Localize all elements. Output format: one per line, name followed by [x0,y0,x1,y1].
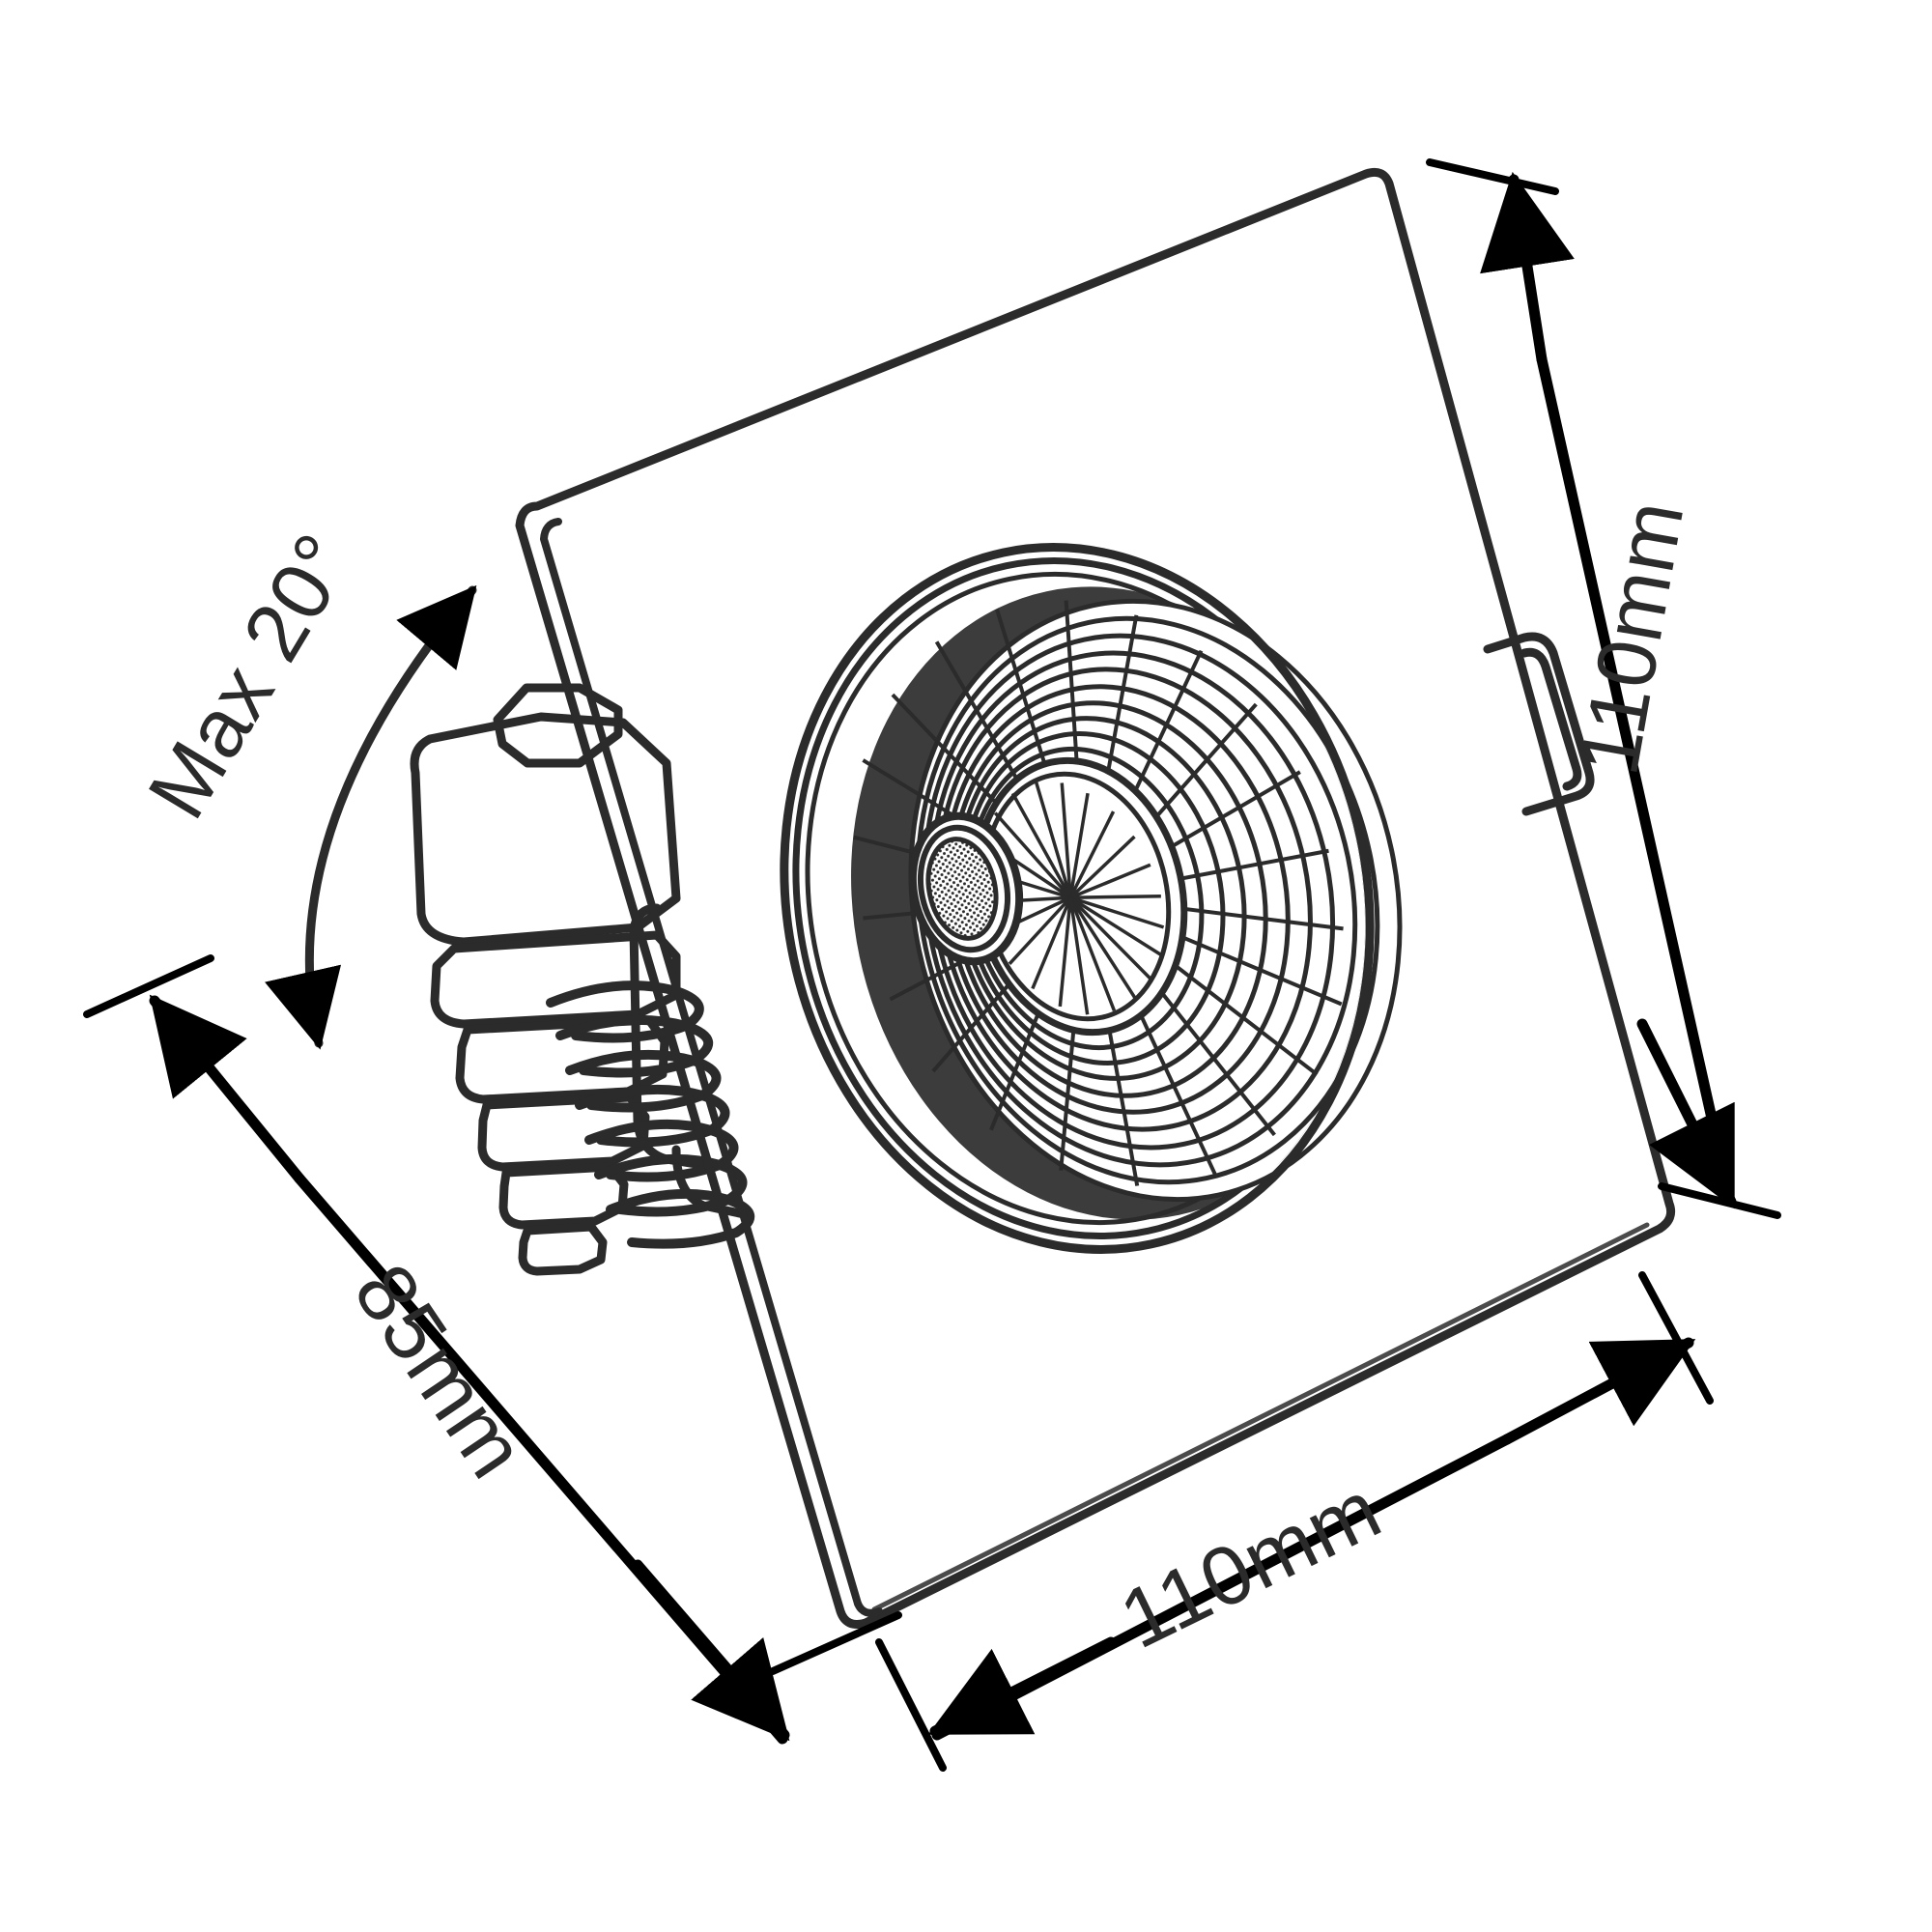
reflector-assembly [780,543,1403,1254]
dim-line-right [1536,354,1735,1202]
fin-4 [518,1222,608,1276]
witness-tick-top-right [1426,158,1559,195]
dim-arrow-right-bottom [1501,1337,1696,1445]
reflector-inner-facets [979,780,1165,1015]
bezel-bottom-corner-fold [854,1600,883,1617]
dimension-depth-left [83,954,902,1745]
heatsink-assembly [410,683,753,1276]
cob-led-chip [925,837,999,941]
reflector-outer-ring [780,543,1375,1254]
dimension-height-right [1426,158,1781,1219]
dim-arrow-upleft [149,994,305,1184]
dimension-width-bottom [875,1271,1714,1772]
dim-arrow-left-bottom [927,1636,1117,1737]
witness-tick-lower-left [769,1611,902,1675]
witness-tick-left-bottom [875,1638,947,1772]
witness-tick-upper-left [83,954,214,1018]
witness-tick-right-bottom [1638,1271,1714,1405]
dim-arrow-up-right [1480,171,1575,365]
heatsink-collar [430,930,681,1029]
bezel-inner-left-edge [540,518,862,1607]
tilt-arc-path [265,584,477,1050]
cob-surround-ring-inner [917,824,1011,953]
square-bezel [515,167,1676,1629]
mount-arm [629,903,720,1172]
tilt-angle-arc [265,584,477,1050]
dim-arrow-downright [632,1559,790,1742]
spring-clip [546,980,755,1249]
witness-tick-bottom-right [1658,1182,1781,1219]
driver-cap [493,683,623,768]
dim-arrow-down-right [1636,1018,1737,1209]
side-tab [1483,632,1595,816]
bezel-bottom-inner-line [871,1222,1650,1612]
bezel-outer-edge [515,167,1676,1629]
reflector-cone-rings [908,598,1403,1203]
